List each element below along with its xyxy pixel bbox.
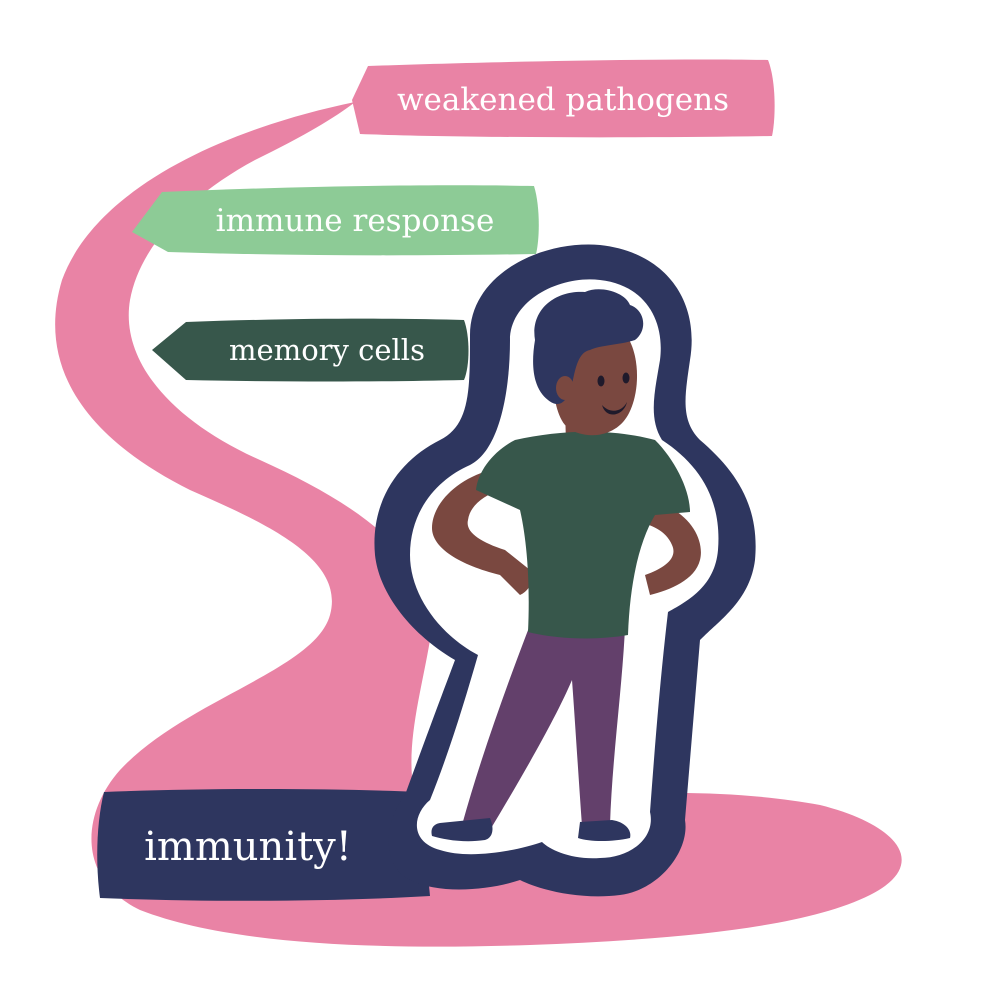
label-weakened-pathogens-text: weakened pathogens [397, 82, 729, 118]
label-immunity: immunity! [97, 789, 431, 901]
figure-eye-right [622, 372, 630, 384]
figure-eye-left [597, 375, 605, 387]
label-immune-response-text: immune response [216, 203, 495, 239]
label-memory-cells-bg [152, 318, 469, 382]
figure-pants [462, 625, 625, 830]
figure-shoe-left [431, 818, 493, 842]
figure-ear [556, 376, 574, 400]
figure-hair [533, 289, 644, 405]
label-immunity-text: immunity! [144, 824, 352, 870]
label-immune-response: immune response [132, 185, 539, 256]
figure-shirt [476, 431, 690, 639]
label-weakened-pathogens: weakened pathogens [352, 59, 775, 138]
figure-arm-right [640, 500, 701, 595]
person-hands-on-hips-icon [374, 244, 756, 897]
label-weakened-pathogens-bg [352, 59, 775, 138]
winding-path [55, 102, 902, 947]
figure-shoe-right [578, 820, 631, 841]
label-immune-response-bg [132, 185, 539, 256]
label-immunity-bg [97, 789, 431, 901]
figure-smile [602, 402, 627, 415]
label-memory-cells: memory cells [152, 318, 469, 382]
figure-arm-left [432, 470, 532, 595]
label-memory-cells-text: memory cells [229, 333, 425, 367]
